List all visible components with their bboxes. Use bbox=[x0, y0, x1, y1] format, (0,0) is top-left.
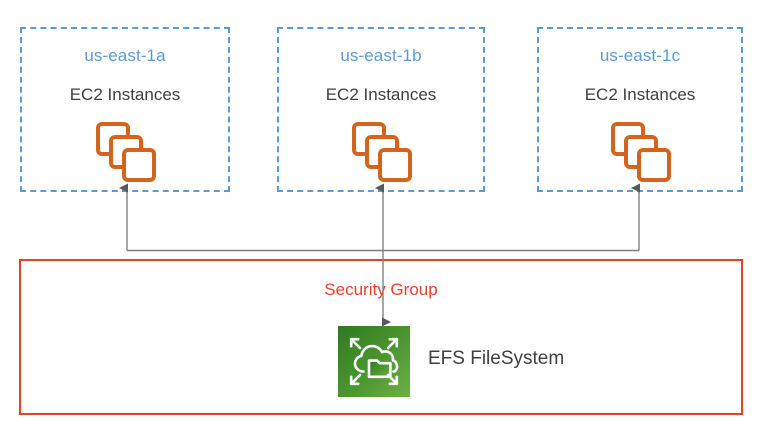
security-group-container[interactable]: Security Group bbox=[19, 259, 743, 415]
efs-filesystem-label: EFS FileSystem bbox=[428, 348, 565, 369]
availability-zone-us-east-1a[interactable]: us-east-1a EC2 Instances bbox=[20, 27, 230, 192]
ec2-instances-icon bbox=[610, 121, 672, 183]
ec2-instances-label-us-east-1b: EC2 Instances bbox=[325, 85, 437, 104]
az-label-us-east-1c: us-east-1c bbox=[599, 46, 681, 65]
efs-filesystem-icon[interactable] bbox=[338, 326, 410, 397]
ec2-instances-label-us-east-1c: EC2 Instances bbox=[584, 85, 696, 104]
availability-zone-us-east-1b[interactable]: us-east-1b EC2 Instances bbox=[277, 27, 485, 192]
ec2-instances-label-us-east-1a: EC2 Instances bbox=[69, 85, 181, 104]
az-label-us-east-1b: us-east-1b bbox=[340, 46, 422, 65]
ec2-instances-icon bbox=[351, 121, 413, 183]
availability-zone-us-east-1c[interactable]: us-east-1c EC2 Instances bbox=[537, 27, 743, 192]
security-group-label: Security Group bbox=[324, 280, 438, 299]
az-label-us-east-1a: us-east-1a bbox=[84, 46, 166, 65]
ec2-instances-icon bbox=[95, 121, 157, 183]
